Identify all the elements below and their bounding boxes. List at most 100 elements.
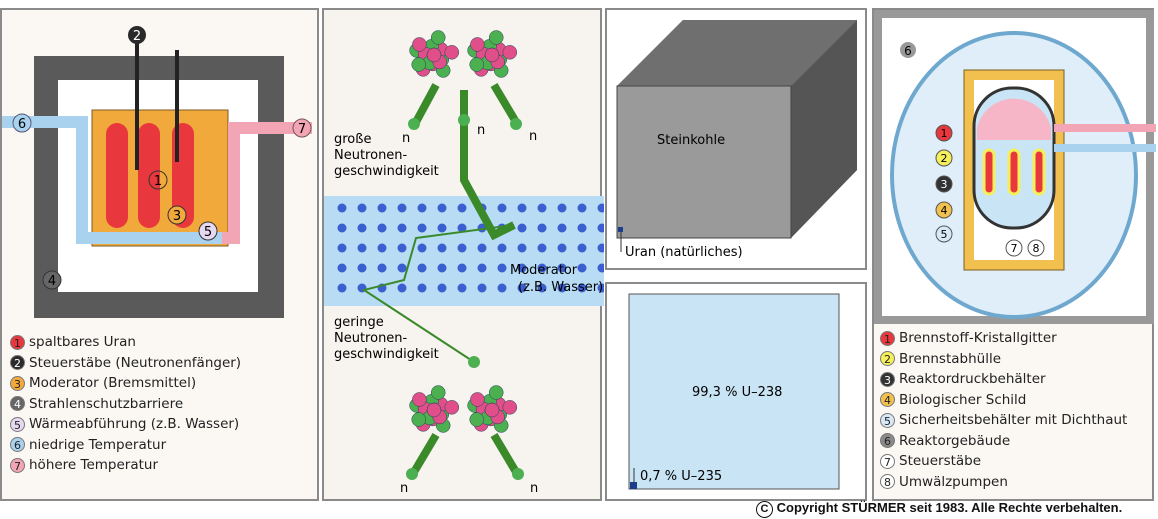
number-marker-icon [1005,239,1023,257]
svg-text:0,7 % U–235: 0,7 % U–235 [640,469,722,484]
svg-text:7: 7 [298,122,306,137]
water-molecule [457,263,467,273]
water-molecule [497,263,507,273]
legend-label: Sicherheitsbehälter mit Dichthaut [899,412,1128,428]
svg-text:Neutronen-: Neutronen- [334,148,408,163]
svg-text:4: 4 [48,274,56,289]
number-marker-icon: 2 [10,355,25,371]
water-molecule [417,223,427,233]
svg-text:geschwindigkeit: geschwindigkeit [334,347,439,362]
water-molecule [457,243,467,253]
legend-label: Umwälzpumpen [899,473,1008,490]
legend-label: Strahlenschutzbarriere [29,395,184,412]
water-molecule [397,203,407,213]
copyright-icon: C [756,501,773,518]
water-molecule [417,283,427,293]
water-molecule [397,243,407,253]
svg-text:2: 2 [133,29,141,44]
water-molecule [437,283,447,293]
marker-label: 3 [941,178,948,191]
u235-fraction [630,482,637,489]
number-marker-icon: 1 [10,334,25,350]
water-molecule [597,243,604,253]
coal-cube: Steinkohle Uran (natürliches) [616,20,857,260]
number-marker-icon: 1 [880,330,895,346]
legend-label: Steuerstäbe (Neutronenfänger) [29,354,242,371]
svg-text:5: 5 [204,225,212,240]
water-molecule [537,243,547,253]
water-molecule [577,243,587,253]
svg-text:n: n [530,481,538,496]
copyright-text: Copyright STÜRMER seit 1983. Alle Rechte… [776,500,1123,515]
water-molecule [557,283,567,293]
water-molecule [437,243,447,253]
svg-text:Moderator: Moderator [510,263,578,278]
water-molecule [437,203,447,213]
water-molecule [477,283,487,293]
fuel-rod [138,123,160,228]
neutron-moderation-diagram: n n n große Neutronen- geschwindigkeit M… [324,30,604,496]
water-molecule [557,263,567,273]
svg-text:6: 6 [18,117,26,132]
neutron-trail [412,83,440,124]
svg-text:1: 1 [154,174,162,189]
svg-text:Neutronen-: Neutronen- [334,331,408,346]
svg-text:6: 6 [904,44,912,58]
uranium-nucleus [467,385,518,433]
water-molecule [597,263,604,273]
water-molecule [377,203,387,213]
svg-text:n: n [529,129,537,144]
water-molecule [337,203,347,213]
number-marker-icon [935,225,953,243]
number-marker-icon: 2 [880,351,895,367]
svg-text:n: n [400,481,408,496]
water-molecule [337,223,347,233]
water-molecule [557,203,567,213]
copyright-notice: C Copyright STÜRMER seit 1983. Alle Rech… [756,500,1122,518]
water-molecule [517,223,527,233]
uranium-nucleus [467,30,518,78]
water-molecule [357,243,367,253]
number-marker-icon: 5 [880,412,895,428]
water-molecule [597,203,604,213]
water-molecule [517,203,527,213]
legend-label: Reaktorgebäude [899,432,1011,449]
water-molecule [337,283,347,293]
water-molecule [517,243,527,253]
water-molecule [357,263,367,273]
water-molecule [537,223,547,233]
svg-text:n: n [477,123,485,138]
coal-comparison-panel: Steinkohle Uran (natürliches) [605,8,867,270]
number-marker-icon: 7 [880,453,895,469]
water-molecule [537,263,547,273]
marker-label: 8 [1033,242,1040,255]
hot-coolant-pipe [222,122,312,244]
number-marker-icon: 7 [10,457,25,473]
fast-neutron-path [460,90,516,241]
water-molecule [597,223,604,233]
cold-coolant-pipe [2,116,222,244]
water-molecule [397,263,407,273]
number-marker-icon: 4 [10,396,25,412]
water-molecule [537,203,547,213]
water-molecule [597,283,604,293]
water-molecule [357,203,367,213]
neutron-trail [490,82,520,125]
water-molecule [577,203,587,213]
water-molecule [417,243,427,253]
marker-label: 2 [941,152,948,165]
